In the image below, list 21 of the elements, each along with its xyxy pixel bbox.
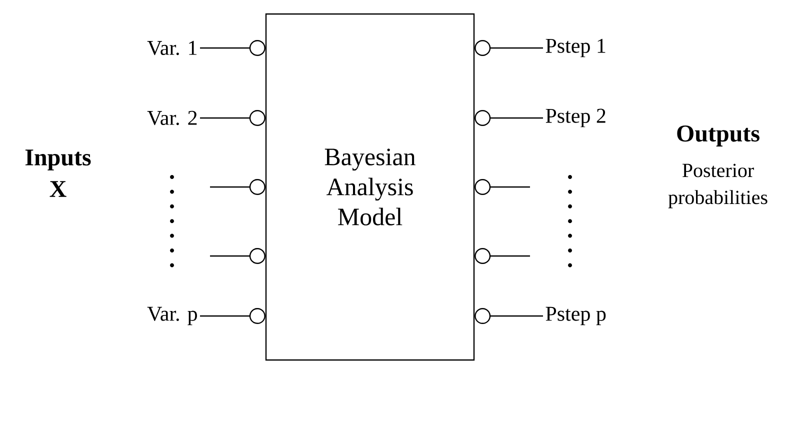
port-label: Pstep 1	[546, 38, 606, 58]
heading: X	[50, 181, 66, 197]
heading: Outputs	[677, 126, 760, 146]
connector-line	[200, 110, 266, 126]
port-label: Pstep p	[546, 306, 606, 326]
connector-line	[200, 308, 266, 324]
port-label: Var. p	[147, 306, 197, 326]
connector-line	[200, 40, 266, 56]
connector-line	[474, 179, 530, 195]
port-label: Var. 1	[147, 40, 197, 56]
model-box: Bayesian Analysis Model	[265, 13, 475, 361]
connector-line	[210, 179, 266, 195]
port-label: Var. 2	[147, 110, 197, 126]
connector-line	[474, 308, 543, 324]
connector-line	[474, 40, 543, 56]
connector-line	[474, 110, 543, 126]
heading: Inputs	[25, 150, 91, 170]
port-label: Pstep 2	[546, 108, 606, 128]
caption-text: Posterior probabilities	[668, 164, 768, 208]
connector-line	[210, 248, 266, 264]
connector-line	[474, 248, 530, 264]
